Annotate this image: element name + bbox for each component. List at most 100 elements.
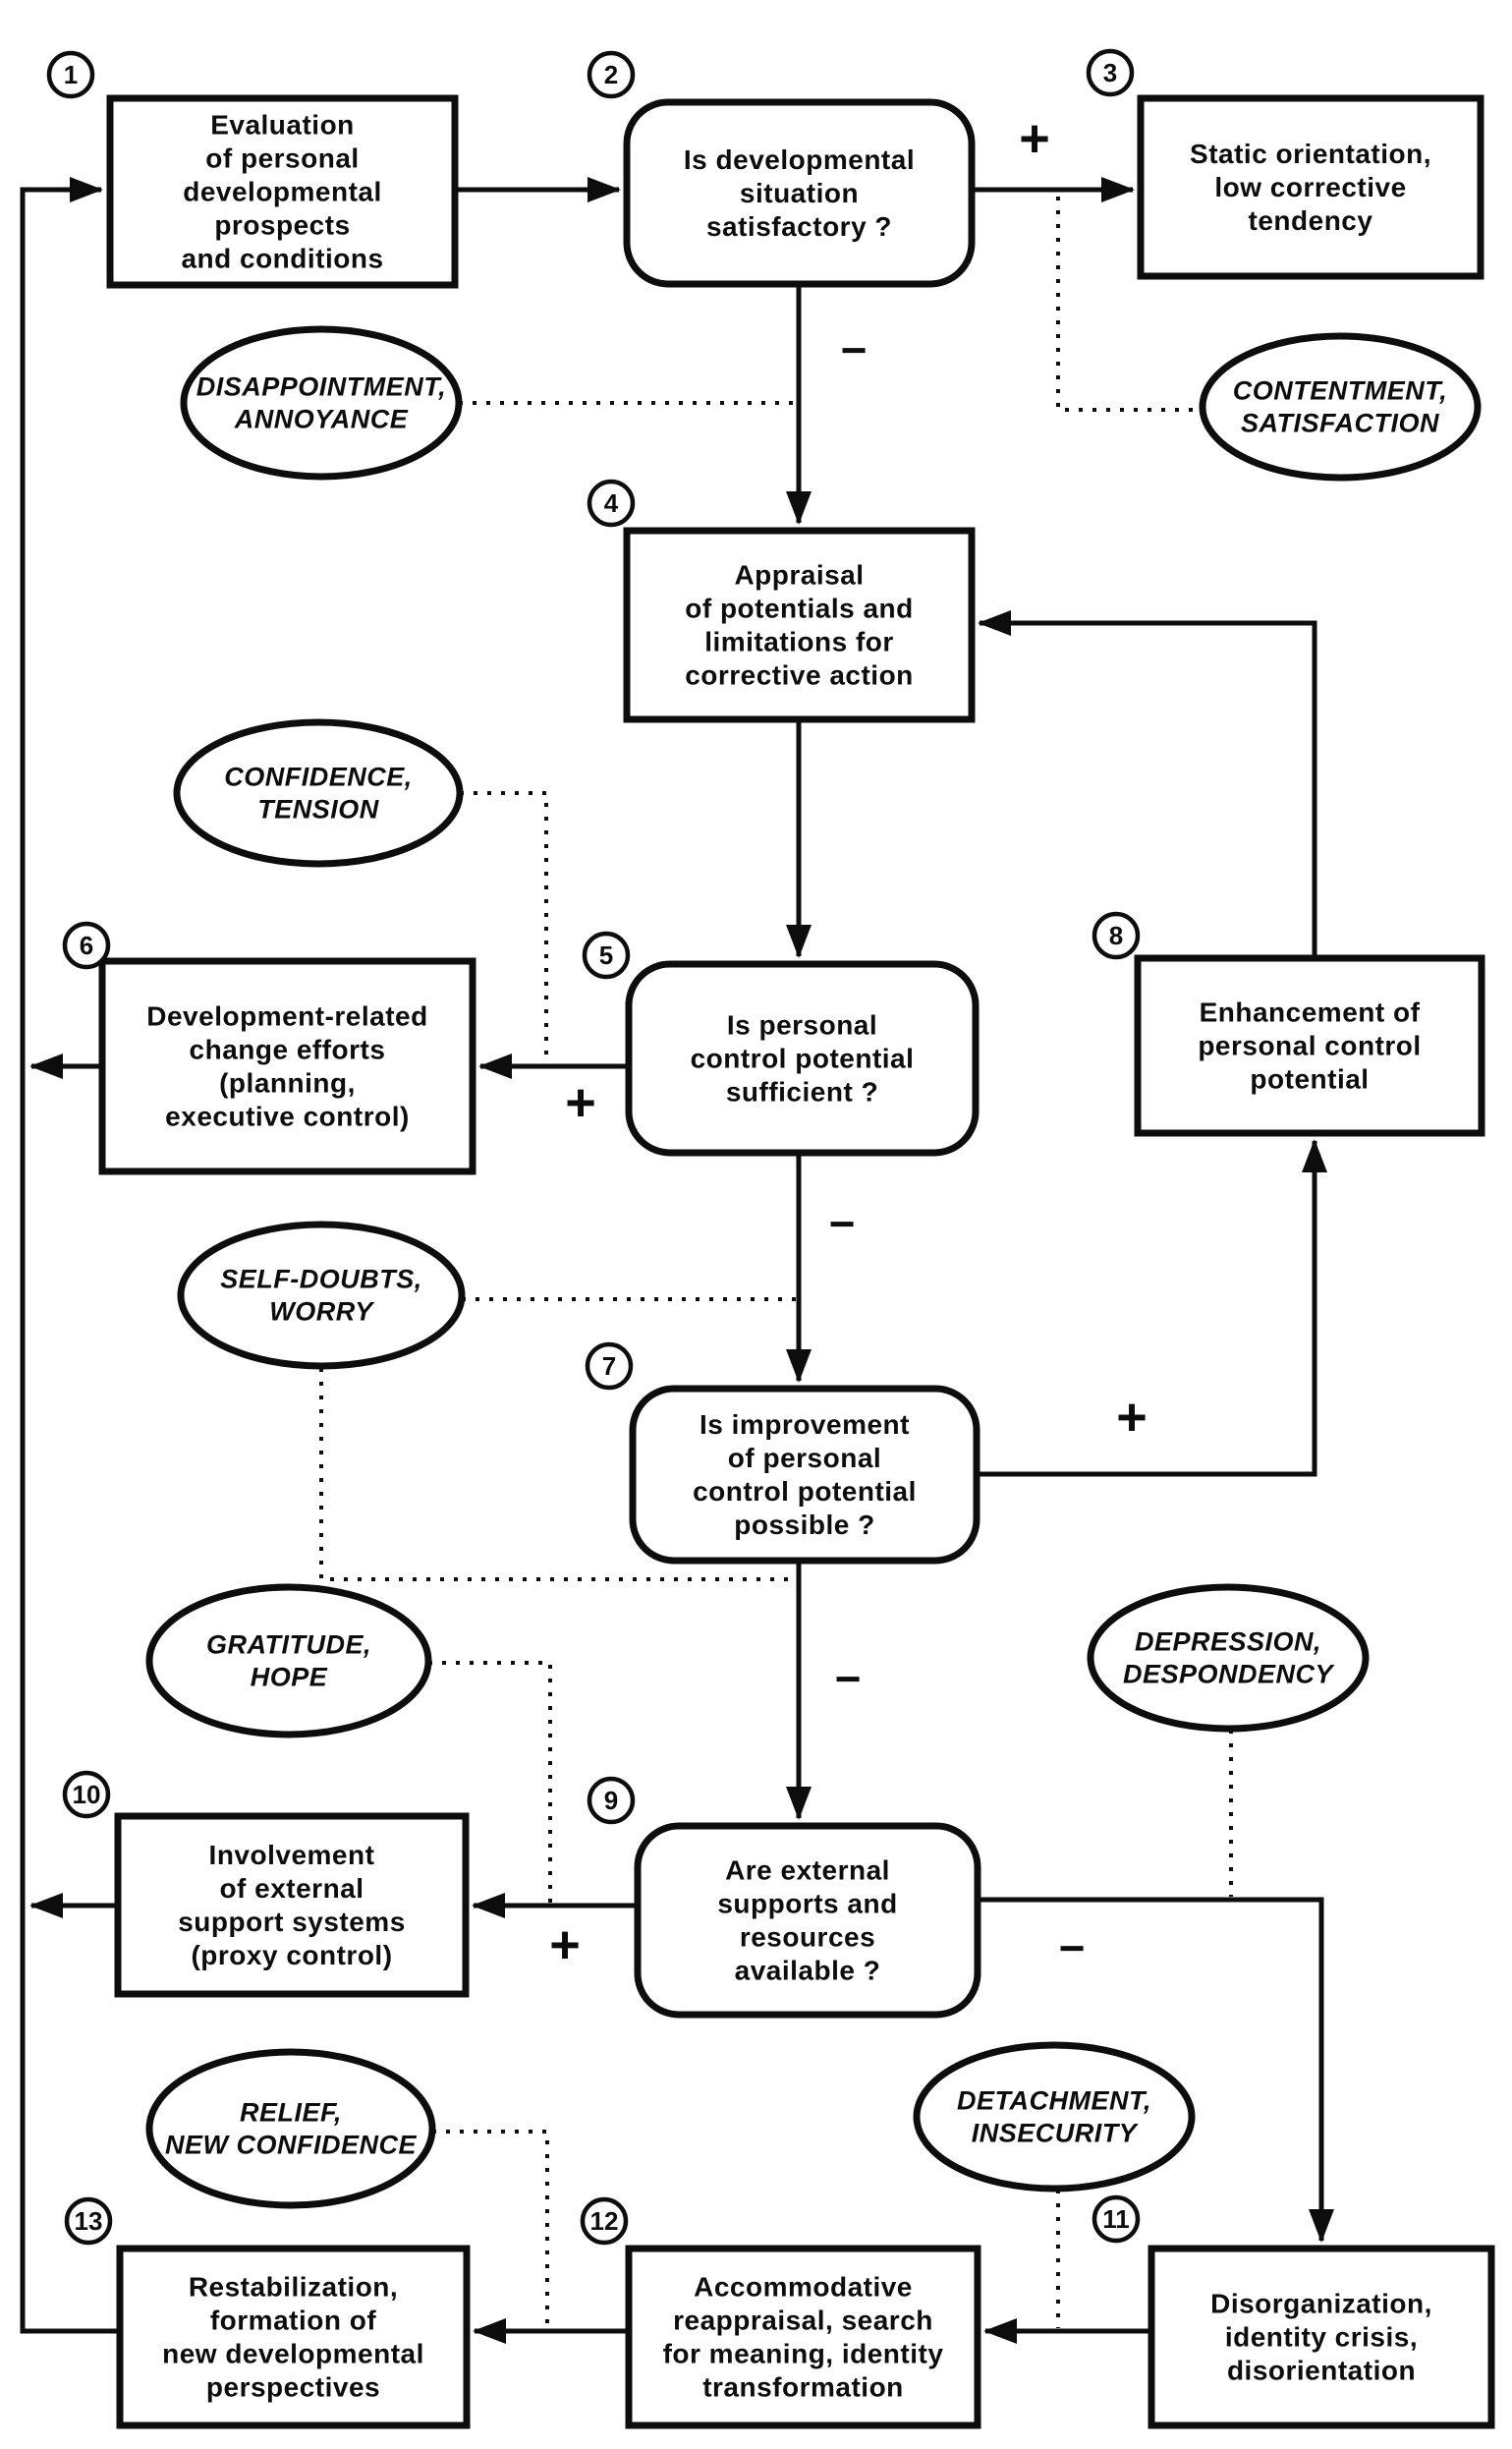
- emotion-disappointment-annoyance-label: DISAPPOINTMENT,ANNOYANCE: [196, 372, 447, 434]
- edge-8-to-4-arrow: [978, 610, 1317, 958]
- node-3-box: [1137, 94, 1484, 280]
- step-number-9-circle-icon: [587, 1776, 636, 1825]
- emotion-contentment-satisfaction: CONTENTMENT,SATISFACTION: [1199, 332, 1482, 482]
- sign-plus-9-10-plus-icon: +: [549, 1915, 581, 1974]
- step-number-13-circle-icon: [64, 2196, 113, 2246]
- step-number-8-label: 8: [1109, 921, 1123, 950]
- edge-9-to-11-minus-arrow: [978, 1897, 1334, 2243]
- node-8-box: [1134, 954, 1485, 1137]
- emotion-gratitude-hope-label: GRATITUDE,HOPE: [206, 1630, 371, 1692]
- emotion-self-doubts-worry-ellipse: [177, 1221, 466, 1370]
- step-number-13-label: 13: [75, 2206, 103, 2236]
- step-number-6-label: 6: [80, 931, 93, 960]
- node-10-box: [114, 1812, 470, 1998]
- emotion-gratitude-hope: GRATITUDE,HOPE: [145, 1583, 432, 1738]
- step-number-10-circle-icon: [62, 1770, 111, 1819]
- step-number-9-label: 9: [604, 1786, 618, 1815]
- emotion-confidence-tension-ellipse: [173, 718, 464, 868]
- emotion-gratitude-hope-ellipse: [145, 1583, 432, 1738]
- link-self-doubts-down-dotted-line: [319, 1368, 792, 1581]
- node-13-box: [116, 2245, 471, 2429]
- step-number-11-label: 11: [1102, 2204, 1130, 2234]
- node-7-decision-box: [629, 1385, 980, 1565]
- step-number-2-label: 2: [604, 60, 618, 89]
- node-11: Disorganization,identity crisis,disorien…: [1092, 2194, 1495, 2429]
- emotion-self-doubts-worry-label: SELF-DOUBTS,WORRY: [220, 1265, 422, 1327]
- step-number-11-circle-icon: [1092, 2194, 1141, 2244]
- node-12-box: [625, 2245, 981, 2429]
- emotion-detachment-insecurity: DETACHMENT,INSECURITY: [913, 2041, 1196, 2193]
- step-number-1-label: 1: [64, 60, 78, 89]
- emotion-confidence-tension-label: CONFIDENCE,TENSION: [224, 763, 413, 825]
- sign-plus-7-8-plus-icon: +: [1116, 1388, 1148, 1447]
- signs-layer: +−+−+−+−: [549, 109, 1148, 1974]
- sign-minus-7-9-minus-icon: −: [835, 1653, 862, 1704]
- emotion-contentment-satisfaction-ellipse: [1199, 332, 1482, 482]
- emotion-depression-despondency-ellipse: [1087, 1583, 1370, 1733]
- emotion-detachment-insecurity-label: DETACHMENT,INSECURITY: [957, 2086, 1151, 2148]
- emotion-depression-despondency-label: DEPRESSION,DESPONDENCY: [1123, 1627, 1336, 1689]
- step-number-5-label: 5: [599, 940, 613, 970]
- edges-layer: [20, 177, 1334, 2344]
- emotion-detachment-insecurity-ellipse: [913, 2041, 1196, 2193]
- node-2-decision-box: [623, 98, 976, 288]
- step-number-4-label: 4: [604, 488, 619, 518]
- emotion-depression-despondency: DEPRESSION,DESPONDENCY: [1087, 1583, 1370, 1733]
- emotion-relief-new-confidence-label: RELIEF,NEW CONFIDENCE: [165, 2098, 417, 2160]
- emotion-confidence-tension: CONFIDENCE,TENSION: [173, 718, 464, 868]
- emotion-self-doubts-worry: SELF-DOUBTS,WORRY: [177, 1221, 466, 1370]
- step-number-10-label: 10: [73, 1780, 101, 1809]
- node-11-label: Disorganization,identity crisis,disorien…: [1210, 2289, 1432, 2386]
- node-9-decision-box: [634, 1822, 981, 2019]
- step-number-6-circle-icon: [62, 921, 111, 970]
- step-number-3-circle-icon: [1086, 48, 1135, 97]
- node-1-box: [106, 94, 459, 289]
- link-contentment-dotted-line: [1056, 197, 1201, 412]
- emotion-relief-new-confidence-ellipse: [145, 2048, 436, 2209]
- step-number-1-circle-icon: [46, 50, 95, 99]
- step-number-12-circle-icon: [580, 2196, 629, 2246]
- node-5-decision-box: [625, 960, 980, 1157]
- edge-13-left-loop-to-1-arrow: [20, 177, 120, 2334]
- node-4-box: [623, 527, 976, 723]
- step-number-8-circle-icon: [1092, 911, 1141, 960]
- node-6-box: [98, 957, 476, 1175]
- link-confidence-dotted-line: [460, 791, 548, 1063]
- edge-7-to-8-plus-arrow: [977, 1139, 1327, 1477]
- emotion-disappointment-annoyance: DISAPPOINTMENT,ANNOYANCE: [180, 325, 463, 481]
- step-number-2-circle-icon: [587, 50, 636, 99]
- step-number-7-circle-icon: [585, 1341, 634, 1391]
- emotion-relief-new-confidence: RELIEF,NEW CONFIDENCE: [145, 2048, 436, 2209]
- step-number-12-label: 12: [590, 2206, 619, 2236]
- sign-minus-2-4-minus-icon: −: [841, 324, 868, 375]
- step-number-4-circle-icon: [587, 479, 636, 528]
- sign-plus-5-6-plus-icon: +: [565, 1073, 596, 1132]
- node-11-box: [1148, 2245, 1495, 2429]
- sign-minus-5-7-minus-icon: −: [829, 1198, 856, 1249]
- step-number-3-label: 3: [1103, 58, 1117, 87]
- step-number-7-label: 7: [602, 1351, 616, 1381]
- sign-plus-2-3-plus-icon: +: [1019, 109, 1050, 168]
